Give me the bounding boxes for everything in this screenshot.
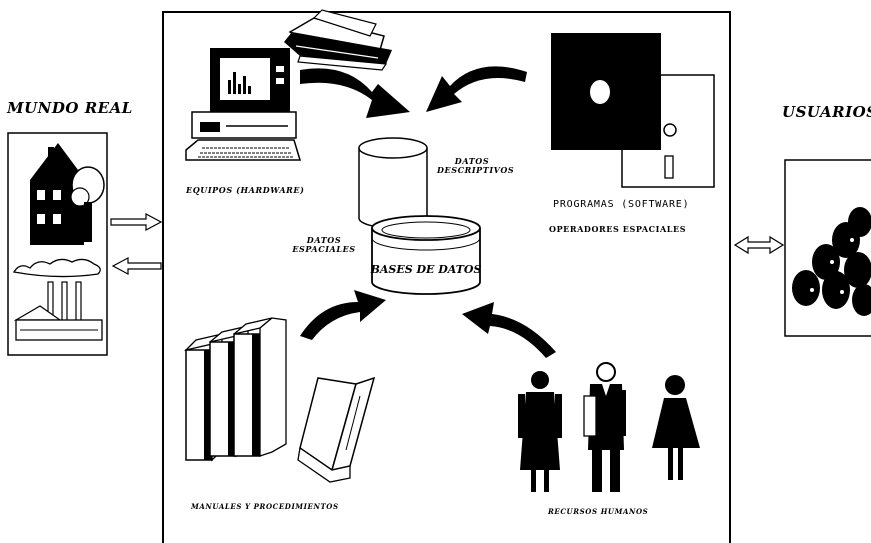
curved-arrow-software-icon <box>426 66 527 112</box>
output-arrow-icon <box>111 257 162 275</box>
house-icon <box>30 143 84 245</box>
curved-arrow-manuals-icon <box>300 290 386 340</box>
woman-2-icon <box>652 375 700 480</box>
human-resources-label: RECURSOS HUMANOS <box>548 507 649 516</box>
descriptive-data-label: DATOS DESCRIPTIVOS <box>437 156 515 176</box>
database-label: BASES DE DATOS <box>370 263 482 276</box>
woman-icon <box>518 371 562 492</box>
crowd-icon <box>792 207 871 316</box>
spatial-data-line1: DATOS <box>306 235 342 245</box>
real-world-panel <box>7 132 108 356</box>
computer-icon <box>185 48 302 161</box>
database-cylinder <box>371 215 481 295</box>
floppy-disk-icon <box>551 33 715 188</box>
software-label: PROGRAMAS (SOFTWARE) <box>553 199 690 210</box>
descriptive-data-cylinder <box>358 137 428 229</box>
factory-icon <box>12 258 103 341</box>
users-title: USUARIOS <box>782 103 871 121</box>
curved-arrow-printer-icon <box>300 68 410 118</box>
real-world-title: MUNDO REAL <box>7 99 133 117</box>
descriptive-data-line1: DATOS <box>454 156 490 166</box>
descriptive-data-line2: DESCRIPTIVOS <box>437 165 515 176</box>
curved-arrow-people-icon <box>462 302 556 358</box>
tree-icon <box>70 166 105 242</box>
spatial-operators-label: OPERADORES ESPACIALES <box>549 224 687 234</box>
input-arrow-icon <box>110 213 163 231</box>
central-frame <box>162 11 731 543</box>
spatial-data-line2: ESPACIALES <box>292 244 356 255</box>
users-panel <box>784 159 871 337</box>
printer-icon <box>284 9 392 71</box>
spatial-data-label: DATOS ESPACIALES <box>288 235 360 255</box>
hardware-label: EQUIPOS (HARDWARE) <box>186 185 305 195</box>
open-book-icon <box>297 376 376 483</box>
binders-icon <box>183 317 287 462</box>
bidirectional-arrow-icon <box>733 235 785 255</box>
man-icon <box>583 362 626 492</box>
manuals-label: MANUALES Y PROCEDIMIENTOS <box>191 502 339 511</box>
